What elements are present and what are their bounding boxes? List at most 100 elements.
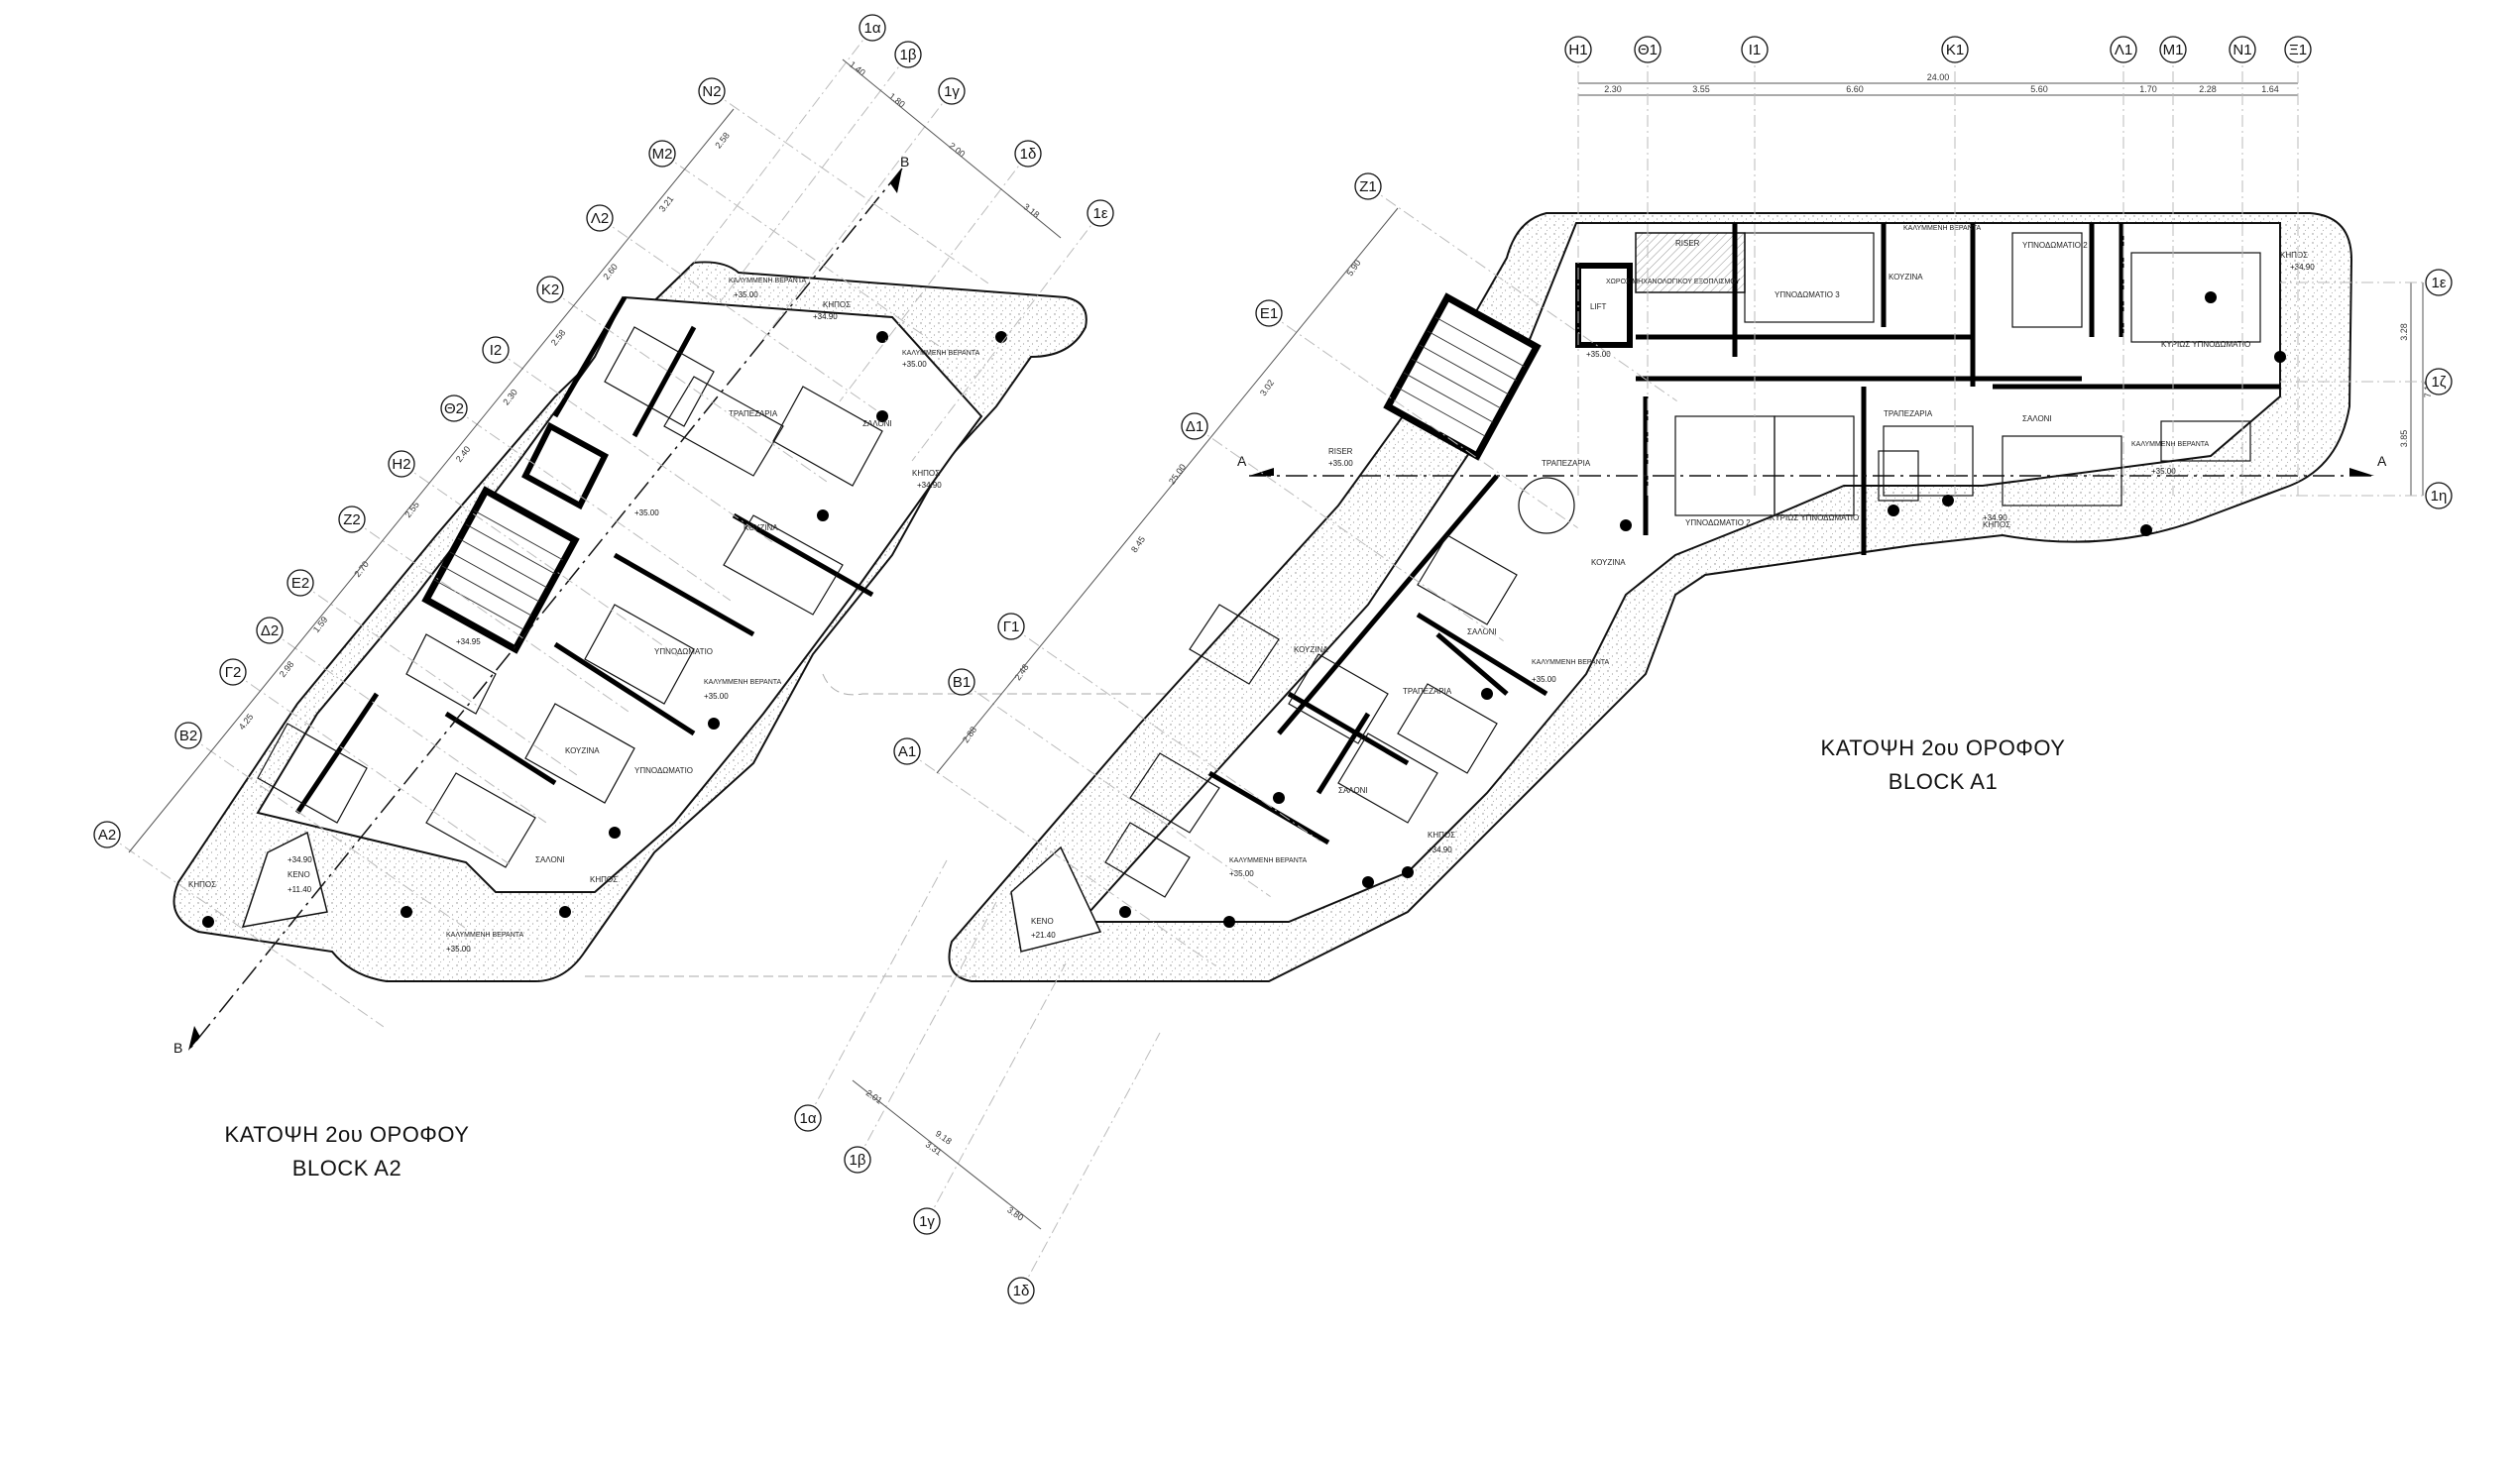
- a1-diag-dim-1: 3.02: [1258, 378, 1276, 397]
- a1-room-label: ΤΡΑΠΕΖΑΡΙΑ: [1542, 459, 1591, 468]
- a1-level-mark: +21.40: [1031, 931, 1056, 940]
- grid-a2-diag-1-label: Μ2: [652, 146, 673, 163]
- a2-level-mark: +34.90: [813, 312, 838, 321]
- grid-a1-diag-2-axis-line: [1194, 425, 1504, 642]
- a2-room-label: ΚΑΛΥΜΜΕΝΗ ΒΕΡΑΝΤΑ: [902, 350, 980, 357]
- a2-diag-dim-2: 2.60: [601, 262, 620, 282]
- a1-room-label: ΚΕΝΟ: [1031, 917, 1054, 926]
- right-dim-1: 3.85: [2399, 430, 2409, 448]
- grid-a2-top-1-label: 1β: [900, 47, 917, 63]
- a2-diag-dim-10: 4.25: [237, 712, 256, 732]
- a1-room-label: ΥΠΝΟΔΩΜΑΤΙΟ 2: [2022, 241, 2088, 250]
- a2-room-label: ΥΠΝΟΔΩΜΑΤΙΟ: [634, 766, 693, 775]
- grid-top-4-label: Λ1: [2115, 42, 2132, 58]
- caption-a1-subtitle: BLOCK A1: [1888, 769, 1999, 794]
- a2-room-label: ΚΑΛΥΜΜΕΝΗ ΒΕΡΑΝΤΑ: [729, 278, 807, 284]
- a1-level-mark: +35.00: [1532, 675, 1556, 684]
- a1-room-label: ΚΟΥΖΙΝΑ: [1591, 558, 1626, 567]
- a1-diag-dim-2: 8.45: [1129, 534, 1147, 554]
- a2-diag-dim-6: 2.55: [402, 500, 421, 519]
- a1-level-mark: +35.00: [1586, 350, 1611, 359]
- top-dim-4: 1.70: [2139, 84, 2157, 94]
- a1-bottom-dim-1: 3.31: [924, 1139, 944, 1157]
- top-dim-5: 2.28: [2199, 84, 2217, 94]
- grid-a2-diag-2-bubble: [586, 204, 614, 232]
- a1-room-label: ΚΑΛΥΜΜΕΝΗ ΒΕΡΑΝΤΑ: [2131, 441, 2210, 448]
- a2-level-mark: +34.95: [456, 637, 481, 646]
- a2-building-outline: [256, 295, 983, 893]
- a1-room-label: ΣΑΛΟΝΙ: [1338, 786, 1368, 795]
- grid-a2-top-4-bubble: [1087, 199, 1114, 227]
- section-label-a-left: Α: [1237, 453, 1247, 469]
- grid-a1-bottom-2-bubble: [913, 1207, 941, 1235]
- a2-stair-core: [421, 486, 580, 654]
- a2-room-label: ΚΑΛΥΜΜΕΝΗ ΒΕΡΑΝΤΑ: [704, 679, 782, 686]
- grid-right-2-bubble: [2425, 482, 2453, 509]
- grid-a2-top-3-bubble: [1014, 140, 1042, 168]
- grid-top-4-bubble: [2110, 36, 2137, 63]
- grid-top-5-label: Μ1: [2163, 42, 2184, 58]
- a1-room-label: ΚΑΛΥΜΜΕΝΗ ΒΕΡΑΝΤΑ: [1903, 225, 1982, 232]
- a1-bottom-dim-2: 3.80: [1005, 1204, 1025, 1222]
- grid-a2-diag-1-bubble: [648, 140, 676, 168]
- grid-a2-top-3-axis-line: [839, 153, 1029, 402]
- grid-top-2-bubble: [1741, 36, 1769, 63]
- grid-a2-top-0-bubble: [859, 14, 886, 42]
- a2-level-mark: +34.90: [287, 855, 312, 864]
- a1-diag-dim-total: 25.00: [1167, 462, 1188, 486]
- a2-room-label: ΣΑΛΟΝΙ: [535, 855, 565, 864]
- grid-a2-diag-12-bubble: [93, 821, 121, 848]
- a2-room-label: ΚΕΝΟ: [287, 870, 310, 879]
- grid-a2-top-3-label: 1δ: [1020, 146, 1037, 163]
- grid-a1-bottom-3-axis-line: [1020, 1032, 1161, 1292]
- grid-a2-diag-5-bubble: [440, 394, 468, 422]
- caption-a2-title: ΚΑΤΟΨΗ 2ου ΟΡΟΦΟΥ: [224, 1122, 470, 1147]
- grid-a1-bottom-2-label: 1γ: [919, 1213, 935, 1230]
- grid-a2-diag-0-label: Ν2: [702, 83, 721, 100]
- a1-diag-dim-line: [936, 207, 1399, 774]
- top-dim-6: 1.64: [2261, 84, 2279, 94]
- caption-block-a1: ΚΑΤΟΨΗ 2ου ΟΡΟΦΟΥ BLOCK A1: [1755, 732, 2131, 799]
- a1-room-label: ΥΠΝΟΔΩΜΑΤΙΟ 3: [1775, 290, 1840, 299]
- a1-diag-dim-4: 2.88: [961, 725, 978, 744]
- grid-a1-diag-5-axis-line: [906, 750, 1216, 967]
- a2-diag-dim-line: [128, 108, 735, 853]
- grid-a1-bottom-0-axis-line: [807, 859, 948, 1119]
- grid-top-7-bubble: [2284, 36, 2312, 63]
- a2-room-label: ΚΟΥΖΙΝΑ: [565, 746, 600, 755]
- a1-room-label: ΤΡΑΠΕΖΑΡΙΑ: [1884, 409, 1933, 418]
- a2-room-label: ΚΑΛΥΜΜΕΝΗ ΒΕΡΑΝΤΑ: [446, 932, 524, 939]
- section-line-a: [1249, 468, 2374, 477]
- a2-level-mark: +35.00: [704, 692, 729, 701]
- grid-a1-bottom-1-axis-line: [857, 901, 997, 1161]
- a2-top-dim-1: 1.80: [887, 91, 907, 110]
- grid-a2-diag-6-bubble: [388, 450, 415, 478]
- grid-right-0-label: 1ε: [2431, 275, 2446, 291]
- grid-a1-bottom-1-bubble: [844, 1146, 871, 1174]
- a2-room-label: ΚΟΥΖΙΝΑ: [744, 523, 778, 532]
- grid-a2-diag-10-bubble: [219, 658, 247, 686]
- a1-level-mark: +34.90: [2290, 263, 2315, 272]
- grid-a1-diag-1-label: Ε1: [1260, 305, 1278, 322]
- a1-room-label: ΚΥΡΙΩΣ ΥΠΝΟΔΩΜΑΤΙΟ: [2161, 340, 2250, 349]
- a1-room-label: ΚΟΥΖΙΝΑ: [1889, 273, 1923, 282]
- grid-a1-bottom-0-bubble: [794, 1104, 822, 1132]
- a1-level-mark: +35.00: [1328, 459, 1353, 468]
- grid-a2-top-0-label: 1α: [863, 20, 880, 37]
- top-dim-total: 24.00: [1927, 72, 1950, 82]
- grid-a2-diag-5-label: Θ2: [444, 400, 464, 417]
- a2-top-dim-2: 2.00: [947, 141, 967, 160]
- grid-a1-bottom-0-label: 1α: [799, 1110, 816, 1127]
- a1-room-label: ΚΗΠΟΣ: [1428, 831, 1455, 840]
- a2-level-mark: +35.00: [634, 508, 659, 517]
- grid-a1-diag-3-axis-line: [1010, 625, 1320, 843]
- a1-room-label: ΚΗΠΟΣ: [2280, 251, 2308, 260]
- grid-a1-diag-2-label: Δ1: [1186, 418, 1203, 435]
- a1-room-label: RISER: [1675, 239, 1700, 248]
- caption-block-a2: ΚΑΤΟΨΗ 2ου ΟΡΟΦΟΥ BLOCK A2: [159, 1118, 535, 1185]
- a1-room-label: ΥΠΝΟΔΩΜΑΤΙΟ 2: [1685, 518, 1751, 527]
- a2-room-label: ΚΗΠΟΣ: [823, 300, 851, 309]
- grid-a2-diag-9-label: Δ2: [261, 622, 279, 639]
